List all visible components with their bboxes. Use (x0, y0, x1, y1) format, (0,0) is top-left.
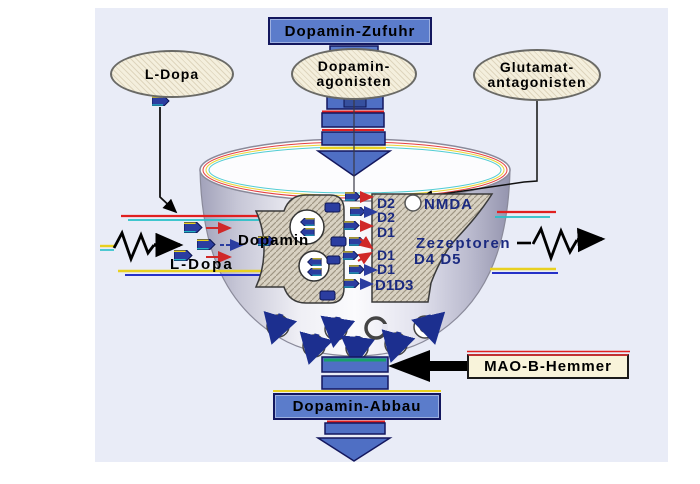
l-dopa-label: L-Dopa (170, 256, 234, 273)
enzyme-ring (381, 329, 416, 363)
enzyme-ring (340, 335, 376, 367)
dopamin-agonisten-bubble: Dopamin- agonisten (291, 48, 417, 100)
dopamin-agonisten-line2: agonisten (316, 73, 392, 89)
enzyme-ring (411, 311, 446, 345)
glutamat-antagonisten-bubble: Glutamat- antagonisten (473, 49, 601, 101)
synaptic-cleft-molecules (343, 191, 378, 290)
receptor-label-d2a: D2 (377, 195, 395, 211)
glutamat-connector-line (420, 99, 538, 201)
enzyme-ring-open (364, 316, 388, 340)
l-dopa-bubble-label: L-Dopa (144, 65, 200, 82)
nmda-label: NMDA (424, 196, 473, 213)
vesicle (289, 209, 325, 245)
mao-b-inhibitor-arrow (388, 350, 630, 382)
enzyme-ring (320, 315, 356, 348)
receptor-label-d2b: D2 (377, 209, 395, 225)
glutamat-antagonisten-line2: antagonisten (487, 74, 587, 90)
dopamin-label: Dopamin (238, 232, 310, 249)
glutamat-antagonisten-line1: Glutamat- (499, 59, 575, 75)
l-dopa-molecules (174, 222, 244, 263)
terminal-transporters (258, 202, 347, 301)
action-potential-zigzag-left (100, 229, 184, 263)
dopamin-agonisten-line1: Dopamin- (317, 58, 391, 74)
receptor-label-d1d3: D1D3 (375, 277, 414, 294)
enzyme-ring (263, 310, 298, 345)
postsynaptic-receptor-area (371, 193, 494, 303)
l-dopa-bubble: L-Dopa (110, 50, 234, 98)
mao-b-hemmer-box: MAO-B-Hemmer (467, 354, 629, 379)
dopamin-abbau-box: Dopamin-Abbau (273, 393, 441, 420)
action-potential-zigzag-right (517, 225, 606, 263)
presynaptic-terminal (254, 194, 347, 304)
nmda-receptor-circle (404, 194, 422, 212)
rezeptoren-label: Zezeptoren (416, 235, 512, 252)
membrane-lines-left (118, 214, 263, 276)
mao-enzyme-rings (263, 310, 446, 367)
enzyme-ring (299, 331, 334, 365)
l-dopa-connector-line (152, 96, 178, 214)
receptor-label-d1c: D1 (377, 261, 395, 277)
d4-d5-label: D4 D5 (414, 251, 462, 268)
dopamin-zufuhr-box: Dopamin-Zufuhr (268, 17, 432, 45)
receptor-label-d1a: D1 (377, 224, 395, 240)
receptor-label-d1b: D1 (377, 247, 395, 263)
membrane-lines-right (490, 210, 558, 274)
dopamine-breakdown-arrow (273, 356, 441, 462)
